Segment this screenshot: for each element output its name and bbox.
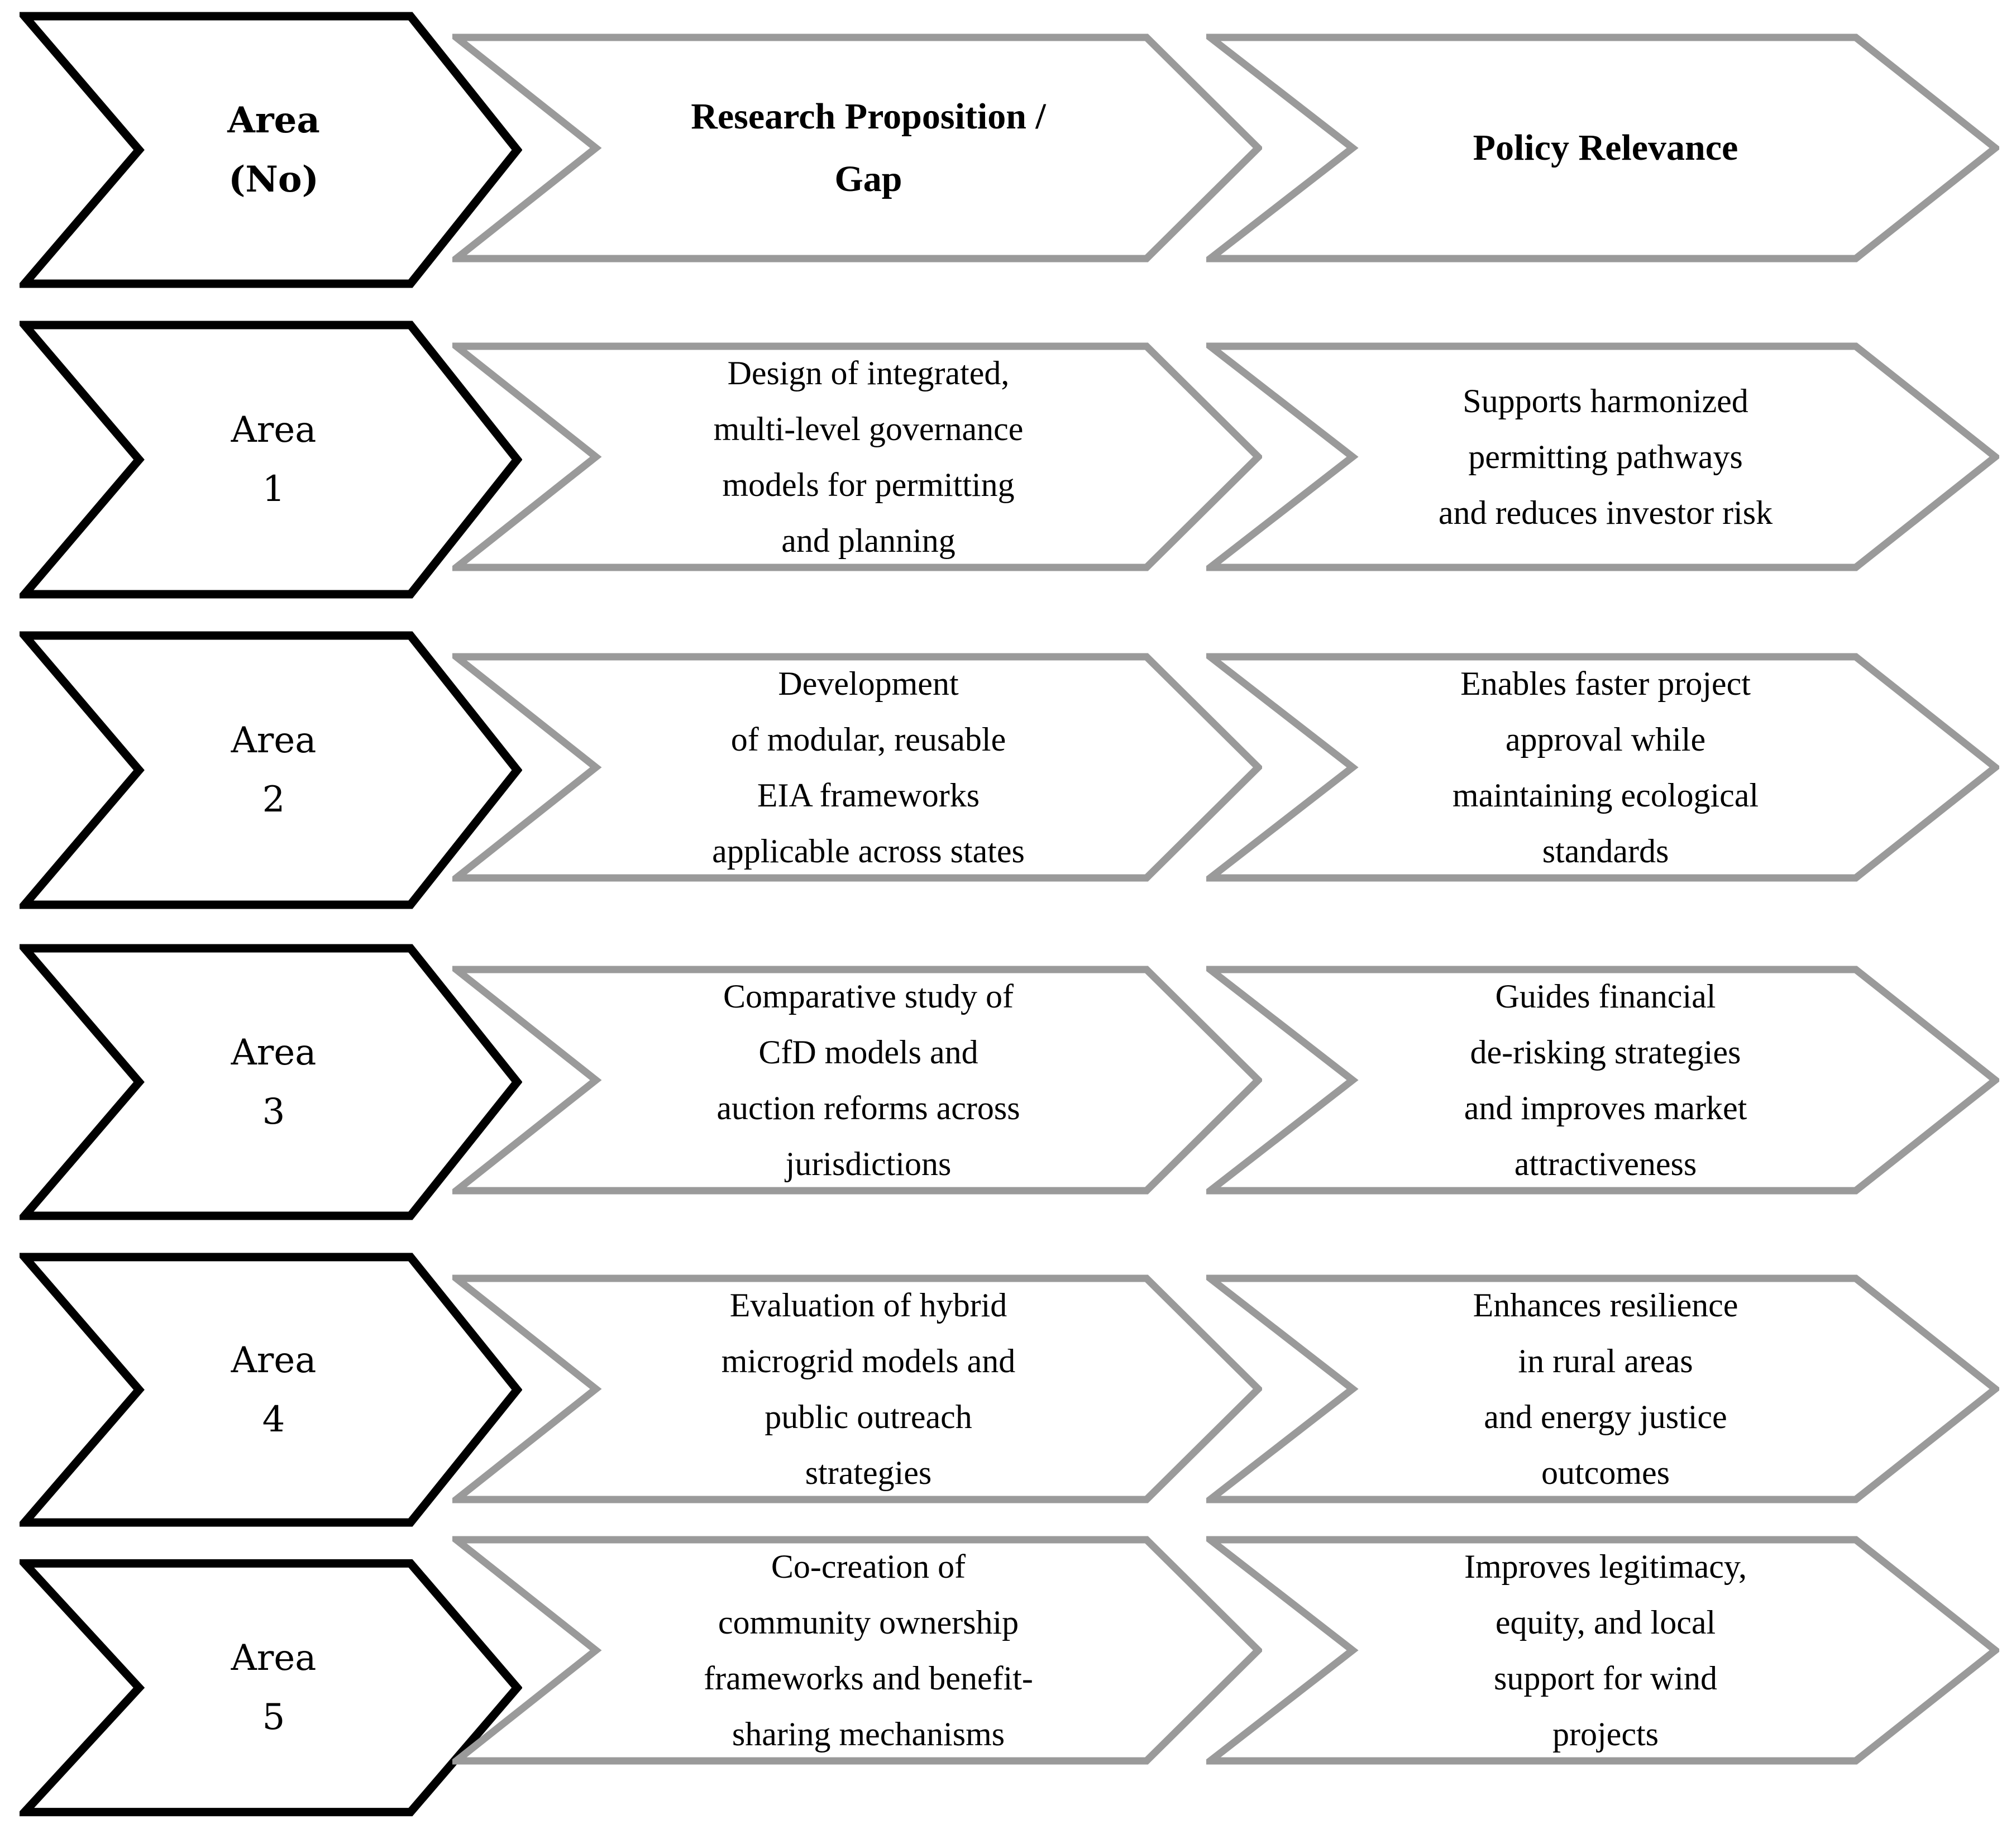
table-row: Area 3 Comparative study of CfD models a… [0, 943, 2016, 1221]
header-row: Area (No) Research Proposition / Gap Pol… [0, 11, 2016, 289]
policy-chevron-shape [1206, 342, 1999, 571]
area-header-chevron-shape [20, 11, 522, 289]
proposition-chevron-shape [452, 342, 1262, 571]
area-chevron-shape [20, 943, 522, 1221]
proposition-text: Development of modular, reusable EIA fra… [712, 665, 1025, 870]
area-label: Area 3 [231, 1032, 317, 1133]
policy-text: Supports harmonized permitting pathways … [1438, 383, 1773, 531]
proposition-chevron-shape [452, 1536, 1262, 1765]
area-label: Area 2 [231, 720, 317, 820]
area-label: Area 4 [231, 1339, 317, 1440]
proposition-header-chevron-shape [452, 34, 1262, 262]
proposition-text: Co-creation of community ownership frame… [704, 1548, 1033, 1753]
table-row: Area 4 Evaluation of hybrid microgrid mo… [0, 1252, 2016, 1527]
proposition-chevron-shape [452, 653, 1262, 882]
proposition-chevron-shape [452, 966, 1262, 1195]
proposition-text: Evaluation of hybrid microgrid models an… [721, 1287, 1016, 1491]
proposition-text: Design of integrated, multi-level govern… [713, 355, 1024, 559]
area-label: Area 1 [231, 409, 317, 510]
policy-chevron-shape [1206, 653, 1999, 882]
policy-text: Enables faster project approval while ma… [1452, 665, 1759, 870]
area-chevron-shape [20, 320, 522, 599]
area-label: Area 5 [231, 1637, 317, 1738]
table-row: Area 5 Co-creation of community ownershi… [0, 1559, 2016, 1817]
area-chevron-shape [20, 1252, 522, 1527]
area-chevron-shape [20, 1559, 522, 1817]
header-proposition-label: Research Proposition / Gap [691, 96, 1046, 199]
header-policy-label: Policy Relevance [1473, 127, 1738, 168]
policy-chevron-shape [1206, 1274, 1999, 1503]
policy-chevron-shape [1206, 1536, 1999, 1765]
policy-text: Guides financial de-risking strategies a… [1464, 978, 1747, 1182]
proposition-text: Comparative study of CfD models and auct… [716, 978, 1020, 1182]
table-row: Area 2 Development of modular, reusable … [0, 631, 2016, 910]
policy-text: Improves legitimacy, equity, and local s… [1464, 1548, 1747, 1753]
policy-chevron-shape [1206, 966, 1999, 1195]
policy-text: Enhances resilience in rural areas and e… [1473, 1287, 1738, 1491]
proposition-chevron-shape [452, 1274, 1262, 1503]
header-area-label: Area (No) [227, 99, 320, 200]
table-row: Area 1 Design of integrated, multi-level… [0, 320, 2016, 599]
policy-header-chevron-shape [1206, 34, 1999, 262]
area-chevron-shape [20, 631, 522, 910]
